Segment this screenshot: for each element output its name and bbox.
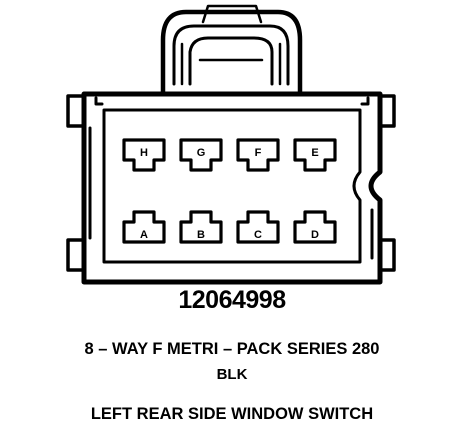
- pin-cavity-F: F: [236, 138, 280, 172]
- bottom-pin-row: A B C D: [122, 210, 337, 244]
- pin-cavity-B: B: [179, 210, 223, 244]
- pin-cavity-H: H: [122, 138, 166, 172]
- pin-label-H: H: [140, 147, 148, 159]
- part-number: 12064998: [178, 286, 286, 314]
- top-pin-row: H G F E: [122, 138, 337, 172]
- pin-label-G: G: [197, 147, 206, 159]
- pin-label-B: B: [197, 229, 205, 241]
- pin-cavity-C: C: [236, 210, 280, 244]
- connector-description: 8 – WAY F METRI – PACK SERIES 280: [84, 340, 380, 358]
- pin-cavity-G: G: [179, 138, 223, 172]
- connector-body: [66, 91, 396, 285]
- connector-latch: [160, 4, 303, 97]
- pin-label-D: D: [311, 229, 319, 241]
- pin-label-F: F: [255, 147, 262, 159]
- pin-cavity-A: A: [122, 210, 166, 244]
- component-name: LEFT REAR SIDE WINDOW SWITCH: [90, 405, 374, 423]
- pin-label-E: E: [311, 147, 318, 159]
- pin-cavity-D: D: [293, 210, 337, 244]
- pin-cavity-E: E: [293, 138, 337, 172]
- pin-label-C: C: [254, 229, 262, 241]
- connector-color: BLK: [216, 366, 248, 383]
- pin-label-A: A: [140, 229, 148, 241]
